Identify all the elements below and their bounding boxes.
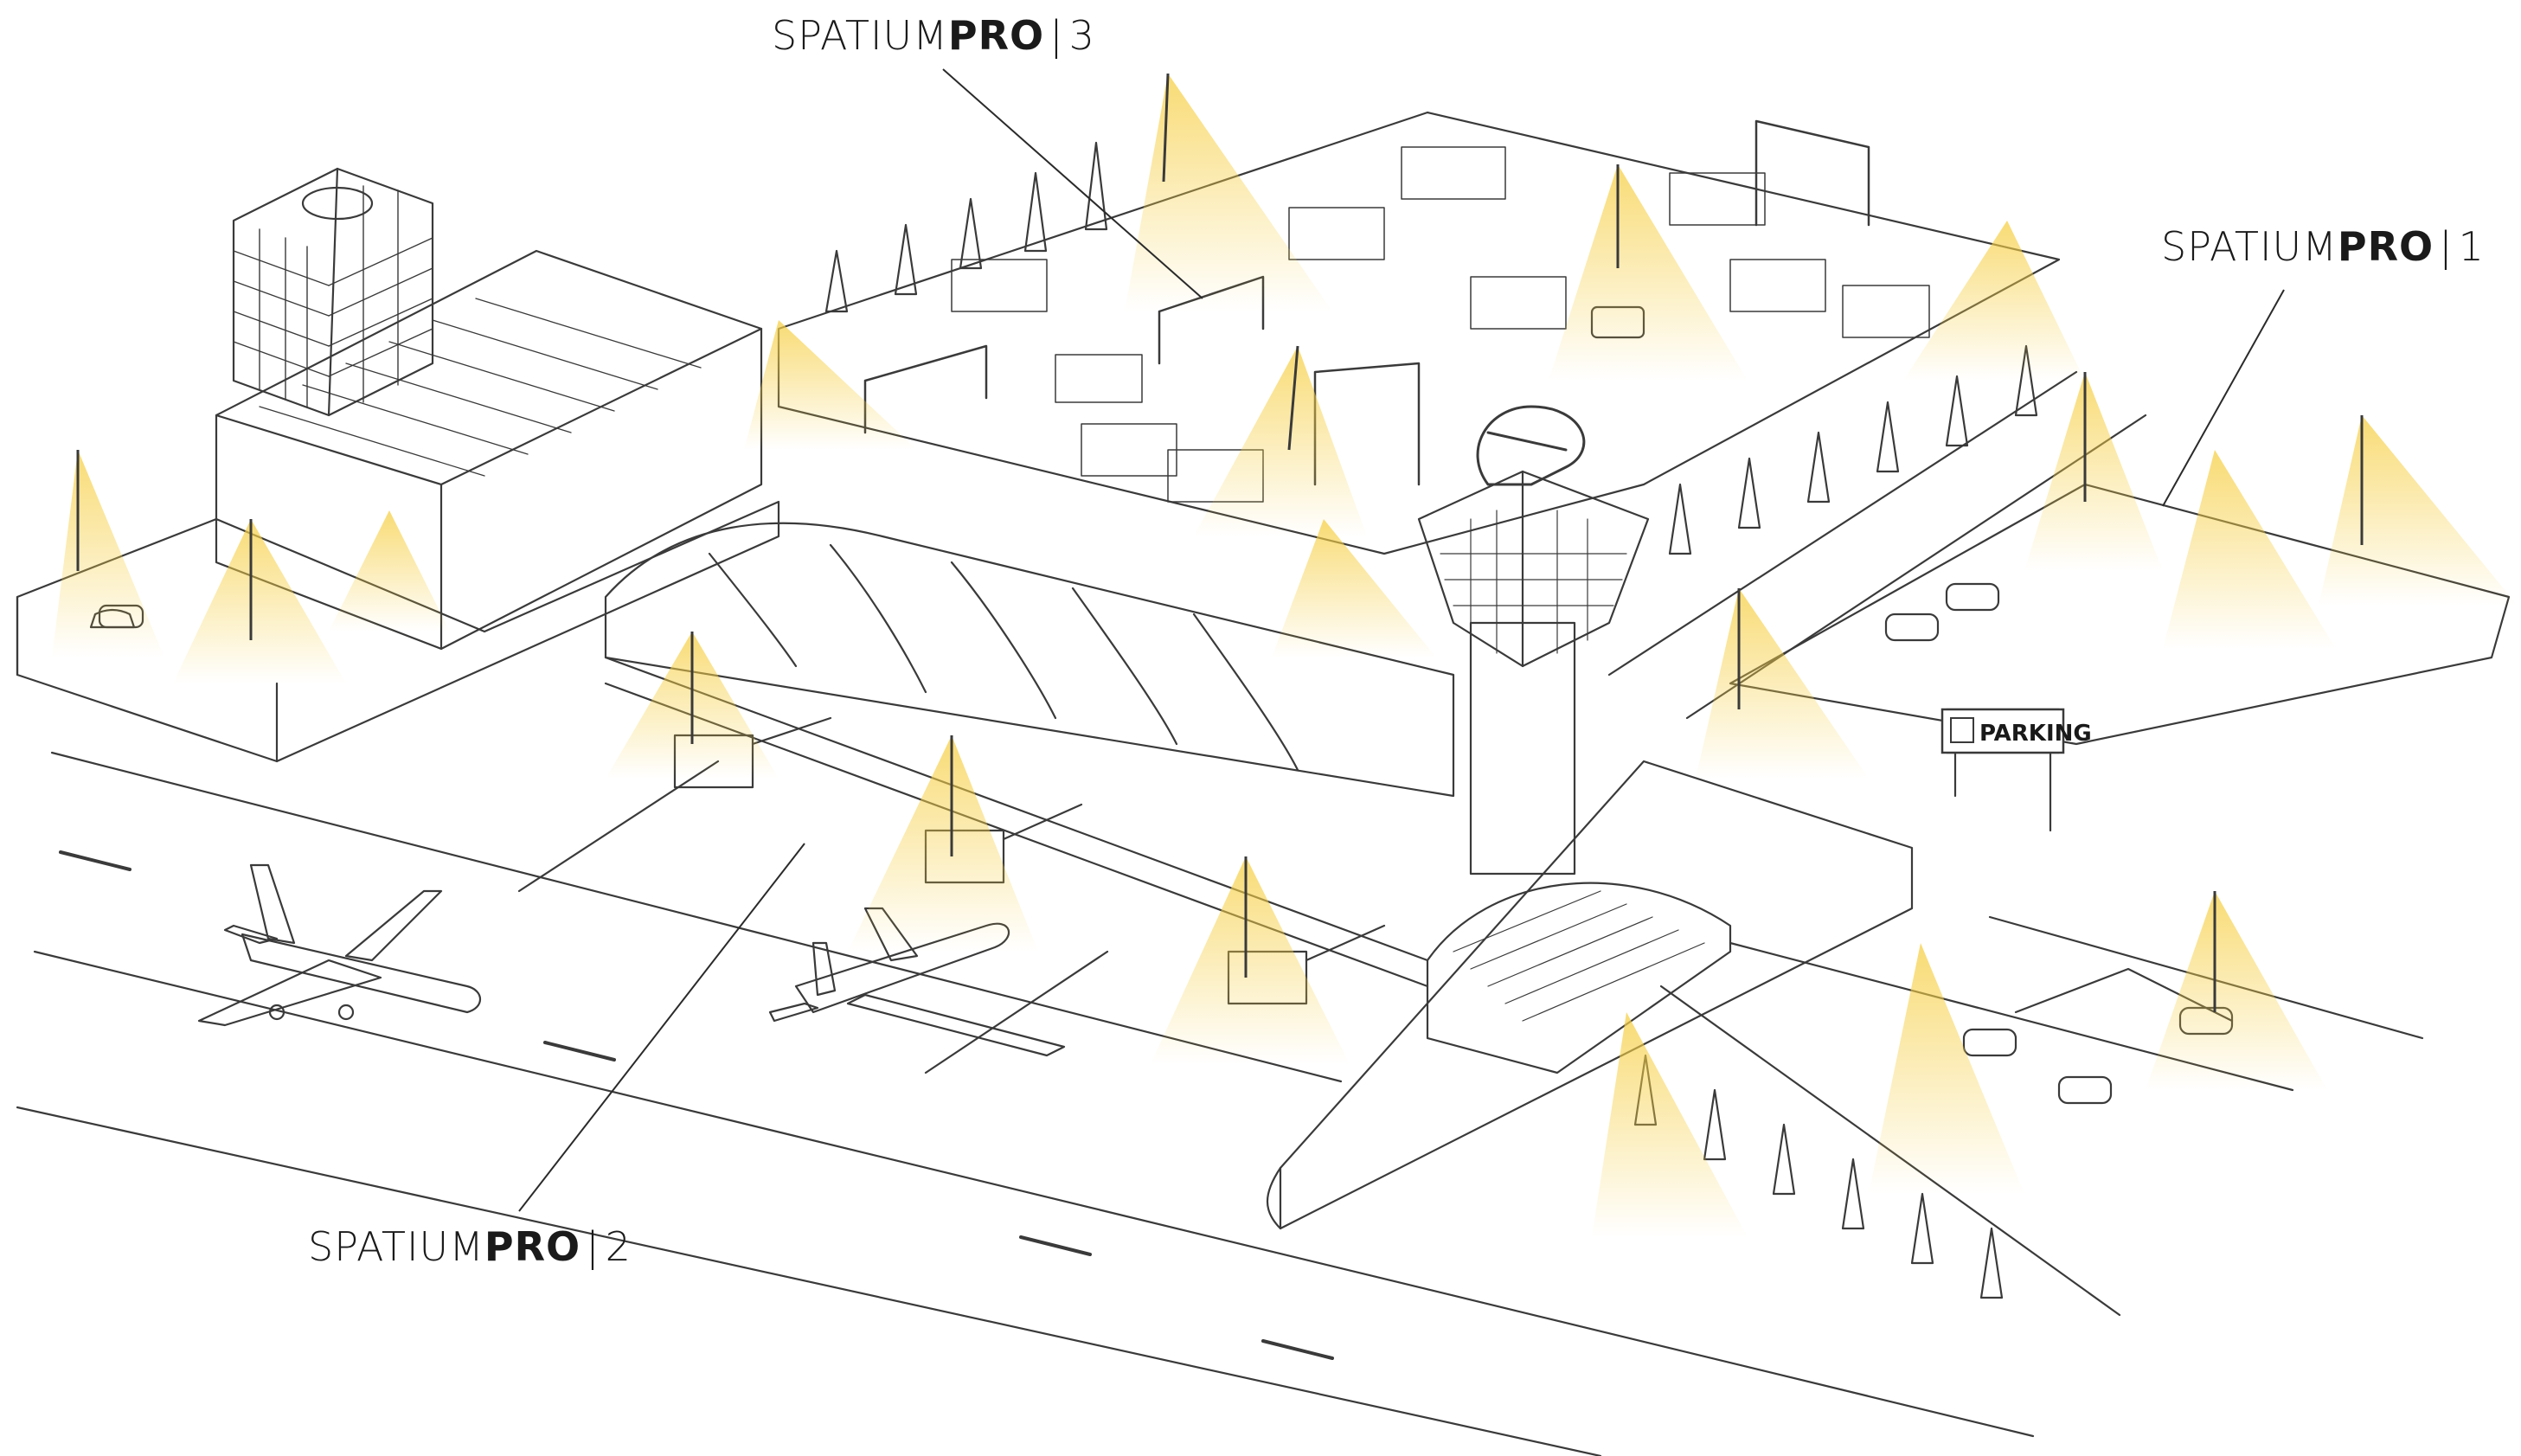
arched-shed <box>1426 882 1732 1074</box>
cargo-yard <box>777 111 2061 555</box>
airplane-left <box>197 863 482 1027</box>
parking-sign: PARKING <box>1940 708 2092 754</box>
light-poles <box>52 73 2518 1237</box>
callout-spatium-pro-3: SPATIUMPRO|3 <box>772 16 1095 55</box>
hangar-buildings <box>215 249 763 651</box>
control-tower <box>1417 405 1650 876</box>
gantry-cranes <box>863 119 1870 486</box>
callout-prefix: SPATIUM <box>772 12 948 59</box>
callout-suffix: PRO <box>2337 223 2434 270</box>
leader-line-3 <box>942 68 1203 299</box>
callout-spatium-pro-1: SPATIUMPRO|1 <box>2161 227 2485 266</box>
leader-line-1 <box>2162 289 2285 507</box>
callout-suffix: PRO <box>484 1223 581 1270</box>
callout-number: 3 <box>1068 12 1095 59</box>
callout-prefix: SPATIUM <box>308 1223 484 1270</box>
office-tower <box>232 167 434 417</box>
callout-separator: | <box>1049 12 1064 59</box>
callout-suffix: PRO <box>947 12 1045 59</box>
callout-separator: | <box>2439 223 2454 270</box>
cars <box>98 305 2234 1105</box>
callout-number: 2 <box>605 1223 632 1270</box>
pole-spatium-pro-3 <box>1125 73 1332 311</box>
callout-prefix: SPATIUM <box>2161 223 2338 270</box>
parking-icon <box>1950 717 1974 743</box>
callout-spatium-pro-2: SPATIUMPRO|2 <box>308 1227 632 1267</box>
leader-line-2 <box>518 843 805 1212</box>
perimeter-fence <box>1266 760 1914 1230</box>
leader-lines <box>518 68 2285 1212</box>
callout-separator: | <box>586 1223 600 1270</box>
callout-number: 1 <box>2458 223 2485 270</box>
runway <box>16 751 2035 1456</box>
parking-sign-text: PARKING <box>1979 721 2092 747</box>
